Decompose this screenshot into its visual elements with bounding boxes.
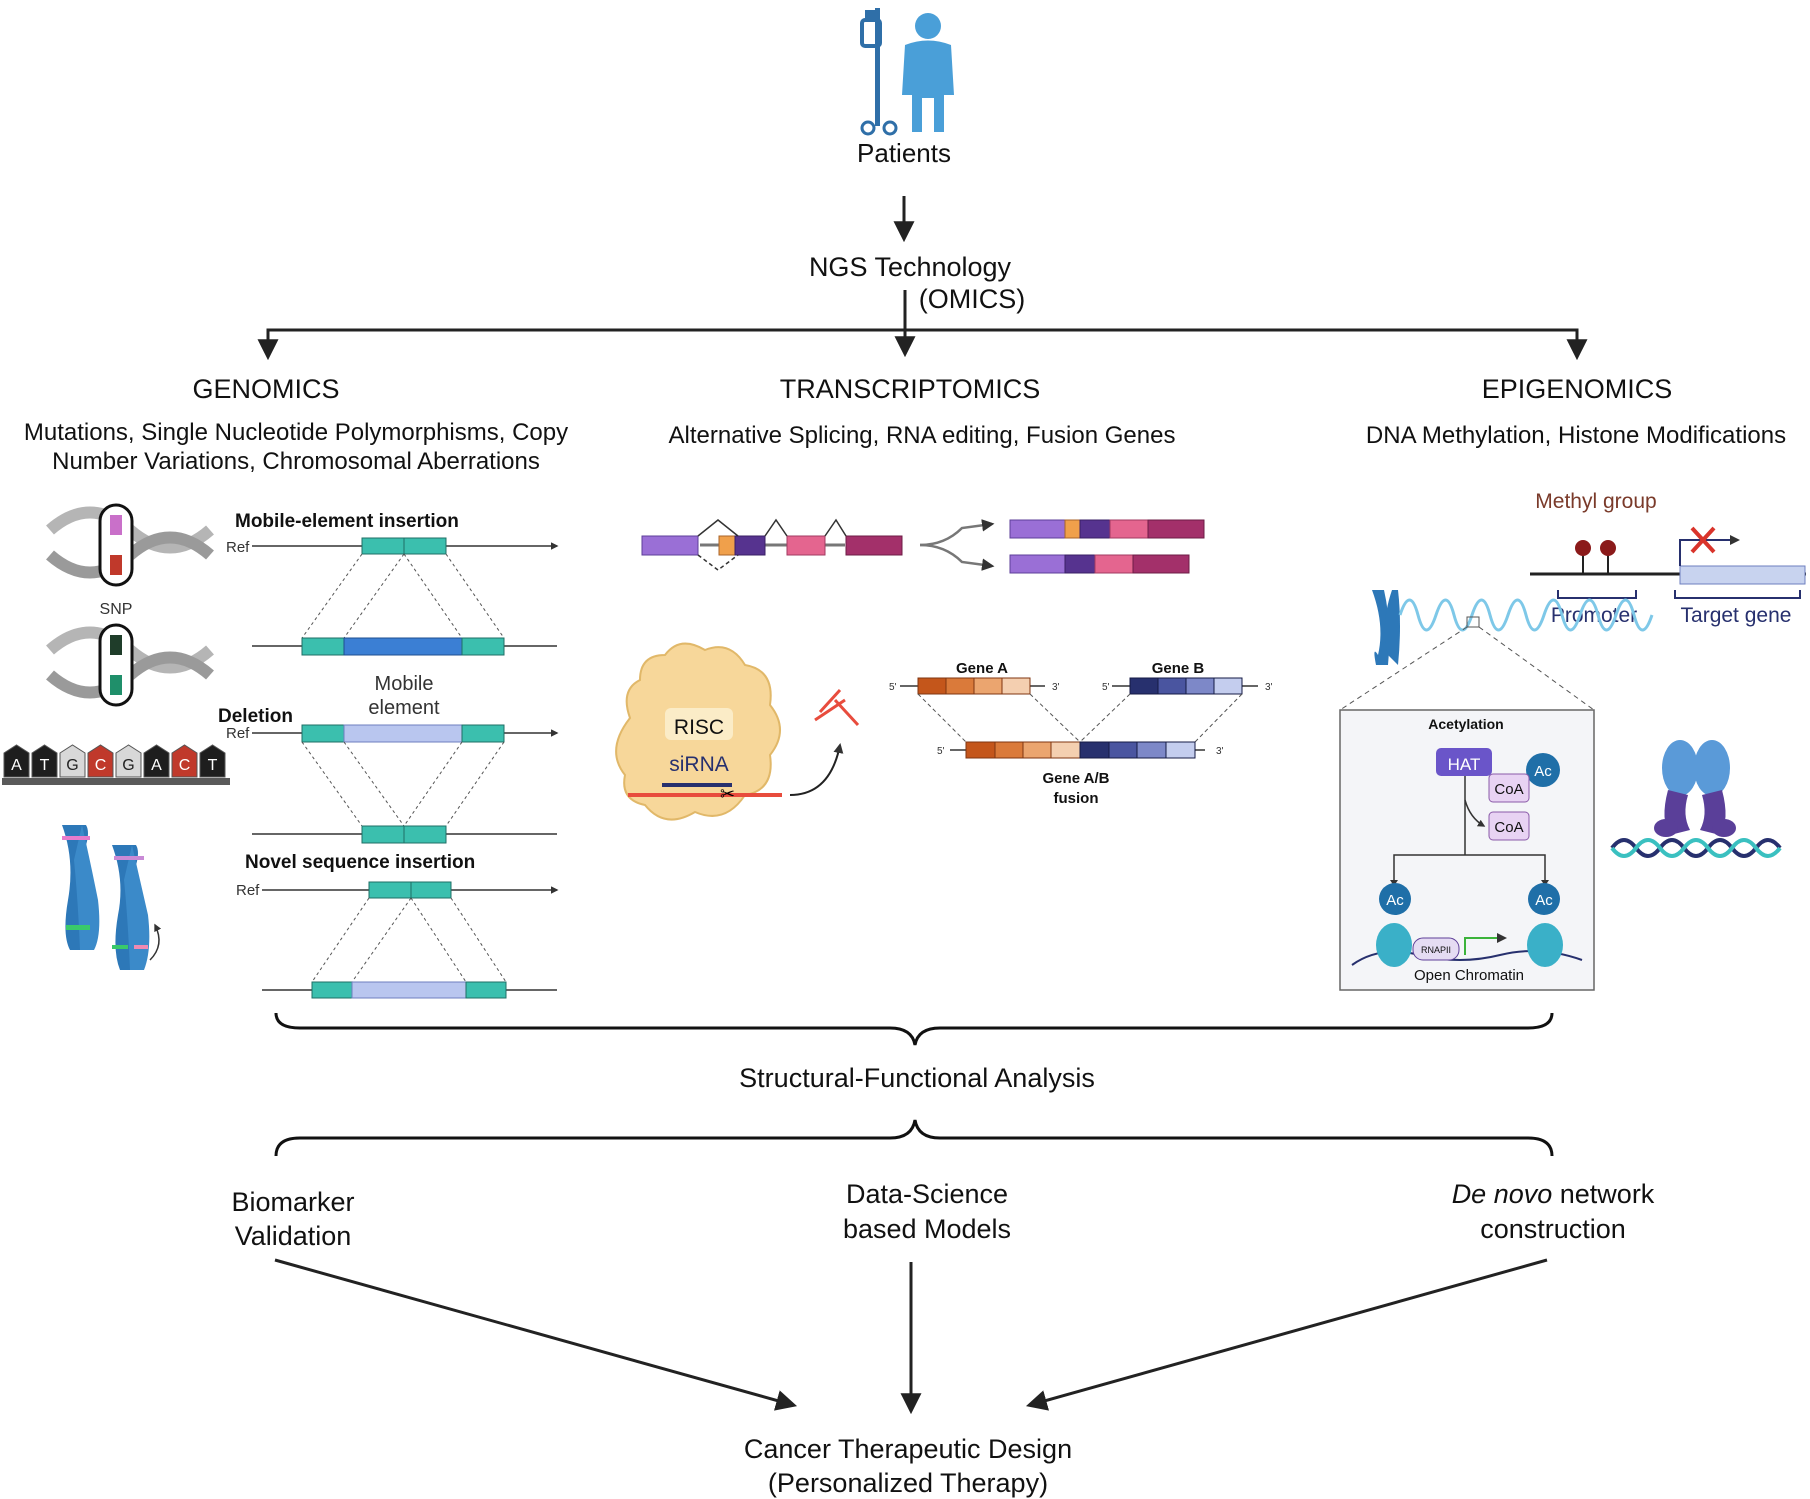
base-tile xyxy=(31,744,58,778)
methyl-group-label: Methyl group xyxy=(1535,490,1656,513)
base-tile xyxy=(171,744,198,778)
histone-dna-icon xyxy=(1610,740,1782,858)
novel-insertion-diagram xyxy=(262,881,559,999)
mobile-insertion-label: Mobile-element insertion xyxy=(235,511,459,532)
result-line1: Cancer Therapeutic Design xyxy=(744,1434,1072,1464)
risc-label: RISC xyxy=(674,716,724,739)
base-letter: G xyxy=(122,757,134,774)
transcriptomics-desc: Alternative Splicing, RNA editing, Fusio… xyxy=(669,422,1176,449)
coa-label-1: CoA xyxy=(1494,781,1523,798)
coa-label-2: CoA xyxy=(1494,819,1523,836)
gene-b-3prime: 3' xyxy=(1265,682,1273,693)
convergence-arrows xyxy=(274,1258,1548,1415)
fusion-label-line2: fusion xyxy=(1054,790,1099,807)
gene-fusion-diagram xyxy=(900,677,1258,759)
genomics-title: GENOMICS xyxy=(192,374,339,404)
ref-label-2: Ref xyxy=(226,725,250,742)
ac-label-left: Ac xyxy=(1386,892,1404,909)
biomarker-line1: Biomarker xyxy=(231,1187,354,1217)
ref-label-1: Ref xyxy=(226,539,250,556)
chromosome-pair-icon xyxy=(62,825,162,970)
snp-label: SNP xyxy=(100,601,133,618)
gene-b-5prime: 5' xyxy=(1102,682,1110,693)
genomics-desc-line2: Number Variations, Chromosomal Aberratio… xyxy=(52,448,540,475)
gene-a-5prime: 5' xyxy=(889,682,897,693)
svg-text:✂: ✂ xyxy=(720,784,735,804)
rna-cleavage-arrow xyxy=(789,688,860,796)
open-chromatin-label: Open Chromatin xyxy=(1414,967,1524,984)
omics-split-arrows xyxy=(257,290,1588,361)
methylation-diagram xyxy=(1530,526,1806,599)
patient-icon xyxy=(860,8,954,136)
rnapii-label: RNAPII xyxy=(1421,945,1451,955)
promoter-label: Promoter xyxy=(1551,604,1637,627)
epigenomics-title: EPIGENOMICS xyxy=(1482,374,1673,404)
target-gene-label: Target gene xyxy=(1681,604,1792,627)
ngs-title: NGS Technology xyxy=(809,252,1012,282)
dna-helix-upper-icon xyxy=(46,503,214,587)
base-tile xyxy=(199,744,226,778)
ref-label-3: Ref xyxy=(236,882,260,899)
denovo-italic: De novo xyxy=(1452,1179,1553,1209)
chromosome-chromatin-icon xyxy=(1372,590,1654,665)
fusion-5prime: 5' xyxy=(937,746,945,757)
base-tile xyxy=(3,744,30,778)
acetylation-title: Acetylation xyxy=(1428,716,1503,732)
epigenomics-desc: DNA Methylation, Histone Modifications xyxy=(1366,422,1786,449)
sirna-label: siRNA xyxy=(669,753,729,776)
alternative-splicing-diagram xyxy=(641,518,1205,574)
datascience-line2: based Models xyxy=(843,1214,1011,1244)
base-letter: A xyxy=(11,757,22,774)
mobile-element-label-line2: element xyxy=(368,697,440,719)
gene-b-label: Gene B xyxy=(1152,660,1205,677)
brace-bottom xyxy=(274,1119,1554,1157)
gene-a-label: Gene A xyxy=(956,660,1008,677)
base-letter: G xyxy=(66,757,78,774)
novel-insertion-label: Novel sequence insertion xyxy=(245,852,475,873)
ngs-subtitle: (OMICS) xyxy=(919,284,1025,314)
mobile-element-label-line1: Mobile xyxy=(375,673,434,695)
dna-helix-lower-icon xyxy=(46,623,214,707)
base-letter: C xyxy=(95,757,107,774)
fusion-3prime: 3' xyxy=(1216,746,1224,757)
base-letter: T xyxy=(40,757,50,774)
mobile-insertion-diagram xyxy=(252,537,559,656)
base-tile xyxy=(87,744,114,778)
patients-label: Patients xyxy=(857,138,951,168)
fusion-label-line1: Gene A/B xyxy=(1043,770,1110,787)
gene-a-3prime: 3' xyxy=(1052,682,1060,693)
base-letter: T xyxy=(208,757,218,774)
acetylation-diagram xyxy=(1351,748,1583,967)
denovo-line2: construction xyxy=(1480,1214,1626,1244)
structural-functional-label: Structural-Functional Analysis xyxy=(739,1063,1095,1093)
base-tile xyxy=(143,744,170,778)
base-tile xyxy=(115,744,142,778)
biomarker-line2: Validation xyxy=(235,1221,352,1251)
zoom-lines xyxy=(1339,626,1595,711)
base-tile xyxy=(59,744,86,778)
denovo-rest: network xyxy=(1552,1179,1655,1209)
transcriptomics-title: TRANSCRIPTOMICS xyxy=(780,374,1041,404)
deletion-diagram xyxy=(252,724,559,844)
datascience-line1: Data-Science xyxy=(846,1179,1008,1209)
genomics-desc-line1: Mutations, Single Nucleotide Polymorphis… xyxy=(24,419,568,446)
ac-label-right: Ac xyxy=(1535,892,1553,909)
ac-label-top: Ac xyxy=(1534,763,1552,780)
result-line2: (Personalized Therapy) xyxy=(768,1468,1048,1498)
brace-top xyxy=(274,1012,1554,1046)
base-letter: C xyxy=(179,757,191,774)
deletion-label: Deletion xyxy=(218,706,293,727)
base-letter: A xyxy=(151,757,162,774)
hat-label: HAT xyxy=(1448,755,1481,774)
denovo-line1: De novo network xyxy=(1452,1179,1655,1209)
risc-complex-icon: ✂ xyxy=(615,642,782,821)
